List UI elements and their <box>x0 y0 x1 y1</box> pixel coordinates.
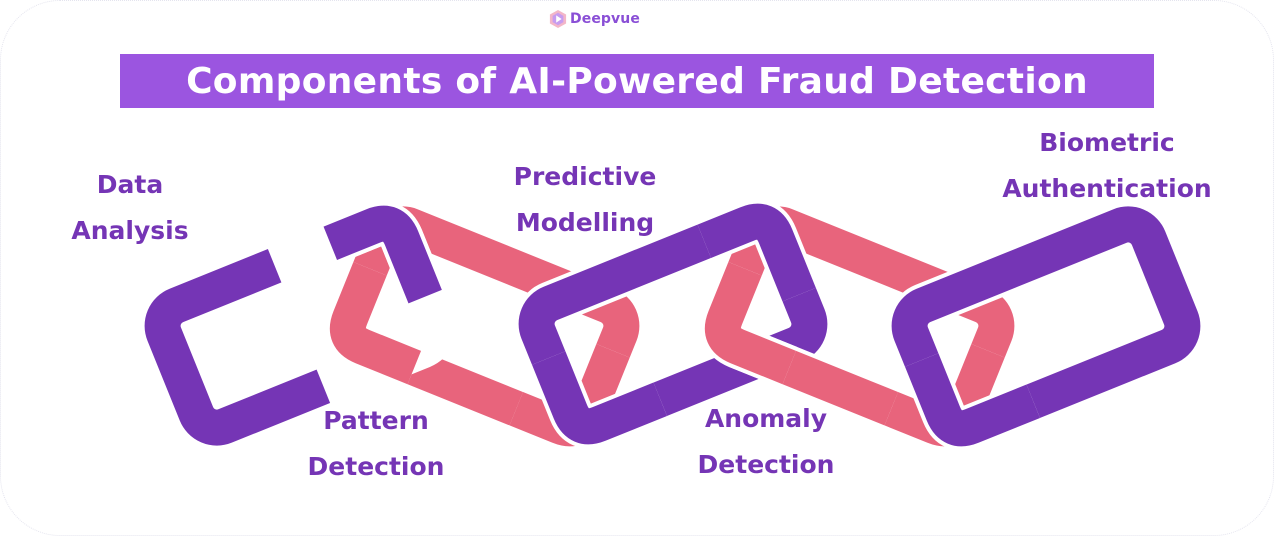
label-data-analysis: Data Analysis <box>71 170 189 245</box>
label-pattern-detection: Pattern Detection <box>307 406 445 481</box>
page-title: Components of AI-Powered Fraud Detection <box>186 60 1088 102</box>
title-banner: Components of AI-Powered Fraud Detection <box>120 54 1154 108</box>
label-biometric-authentication: Biometric Authentication <box>1002 128 1212 203</box>
brand: Deepvue <box>549 9 640 29</box>
hexagon-play-logo-icon <box>549 10 567 28</box>
brand-name: Deepvue <box>570 11 640 27</box>
label-predictive-modelling: Predictive Modelling <box>513 162 657 237</box>
label-anomaly-detection: Anomaly Detection <box>697 404 835 479</box>
